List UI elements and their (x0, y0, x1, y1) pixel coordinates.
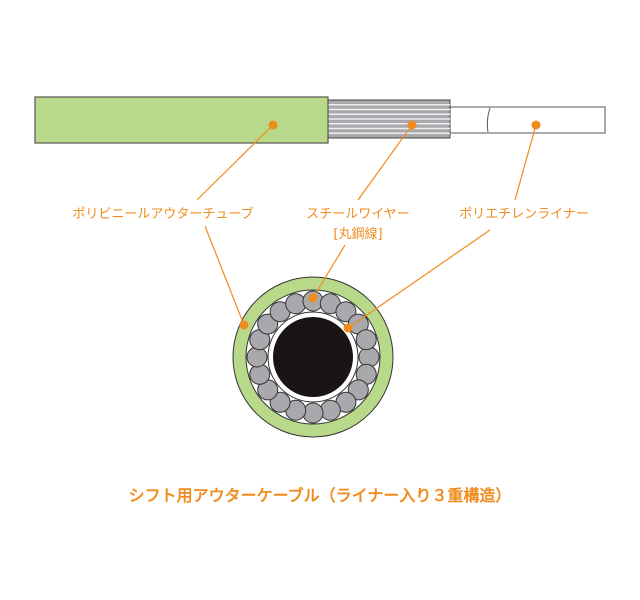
marker-dot (531, 120, 541, 130)
label-steel-wire: スチールワイヤー [丸鋼線] (306, 205, 410, 245)
leader-lines (196, 120, 541, 333)
steel-wire-strand (302, 402, 324, 424)
label-outer-tube: ポリビニールアウターチューブ (72, 207, 254, 222)
marker-dot (407, 120, 417, 130)
steel-wire-side (319, 99, 451, 139)
leader-line (204, 225, 245, 326)
outer-tube-side (34, 96, 329, 144)
steel-wire-strand (246, 346, 268, 368)
inner-core (273, 317, 353, 397)
steel-wire-strand (285, 293, 307, 315)
leader-line (514, 124, 537, 201)
cable-cross-section (232, 276, 394, 438)
steel-wire-strand (355, 329, 377, 351)
diagram-title: シフト用アウターケーブル（ライナー入り３重構造） (128, 486, 512, 505)
liner-cut-edge (486, 107, 491, 133)
leader-line (357, 124, 413, 201)
label-steel-wire-main: スチールワイヤー (306, 207, 410, 222)
leader-line (347, 229, 491, 329)
leader-line (196, 124, 274, 201)
label-steel-wire-sub: [丸鋼線] (333, 227, 383, 242)
marker-dot (239, 320, 249, 330)
leader-line (312, 244, 346, 299)
steel-wire-strand (319, 399, 341, 421)
marker-dot (268, 120, 278, 130)
cable-side-view (34, 96, 606, 144)
marker-dot (343, 323, 353, 333)
steel-wire-strand (358, 346, 380, 368)
marker-dot (308, 293, 318, 303)
steel-wire-strand (249, 363, 271, 385)
liner-side (449, 106, 606, 134)
label-liner: ポリエチレンライナー (459, 207, 589, 222)
